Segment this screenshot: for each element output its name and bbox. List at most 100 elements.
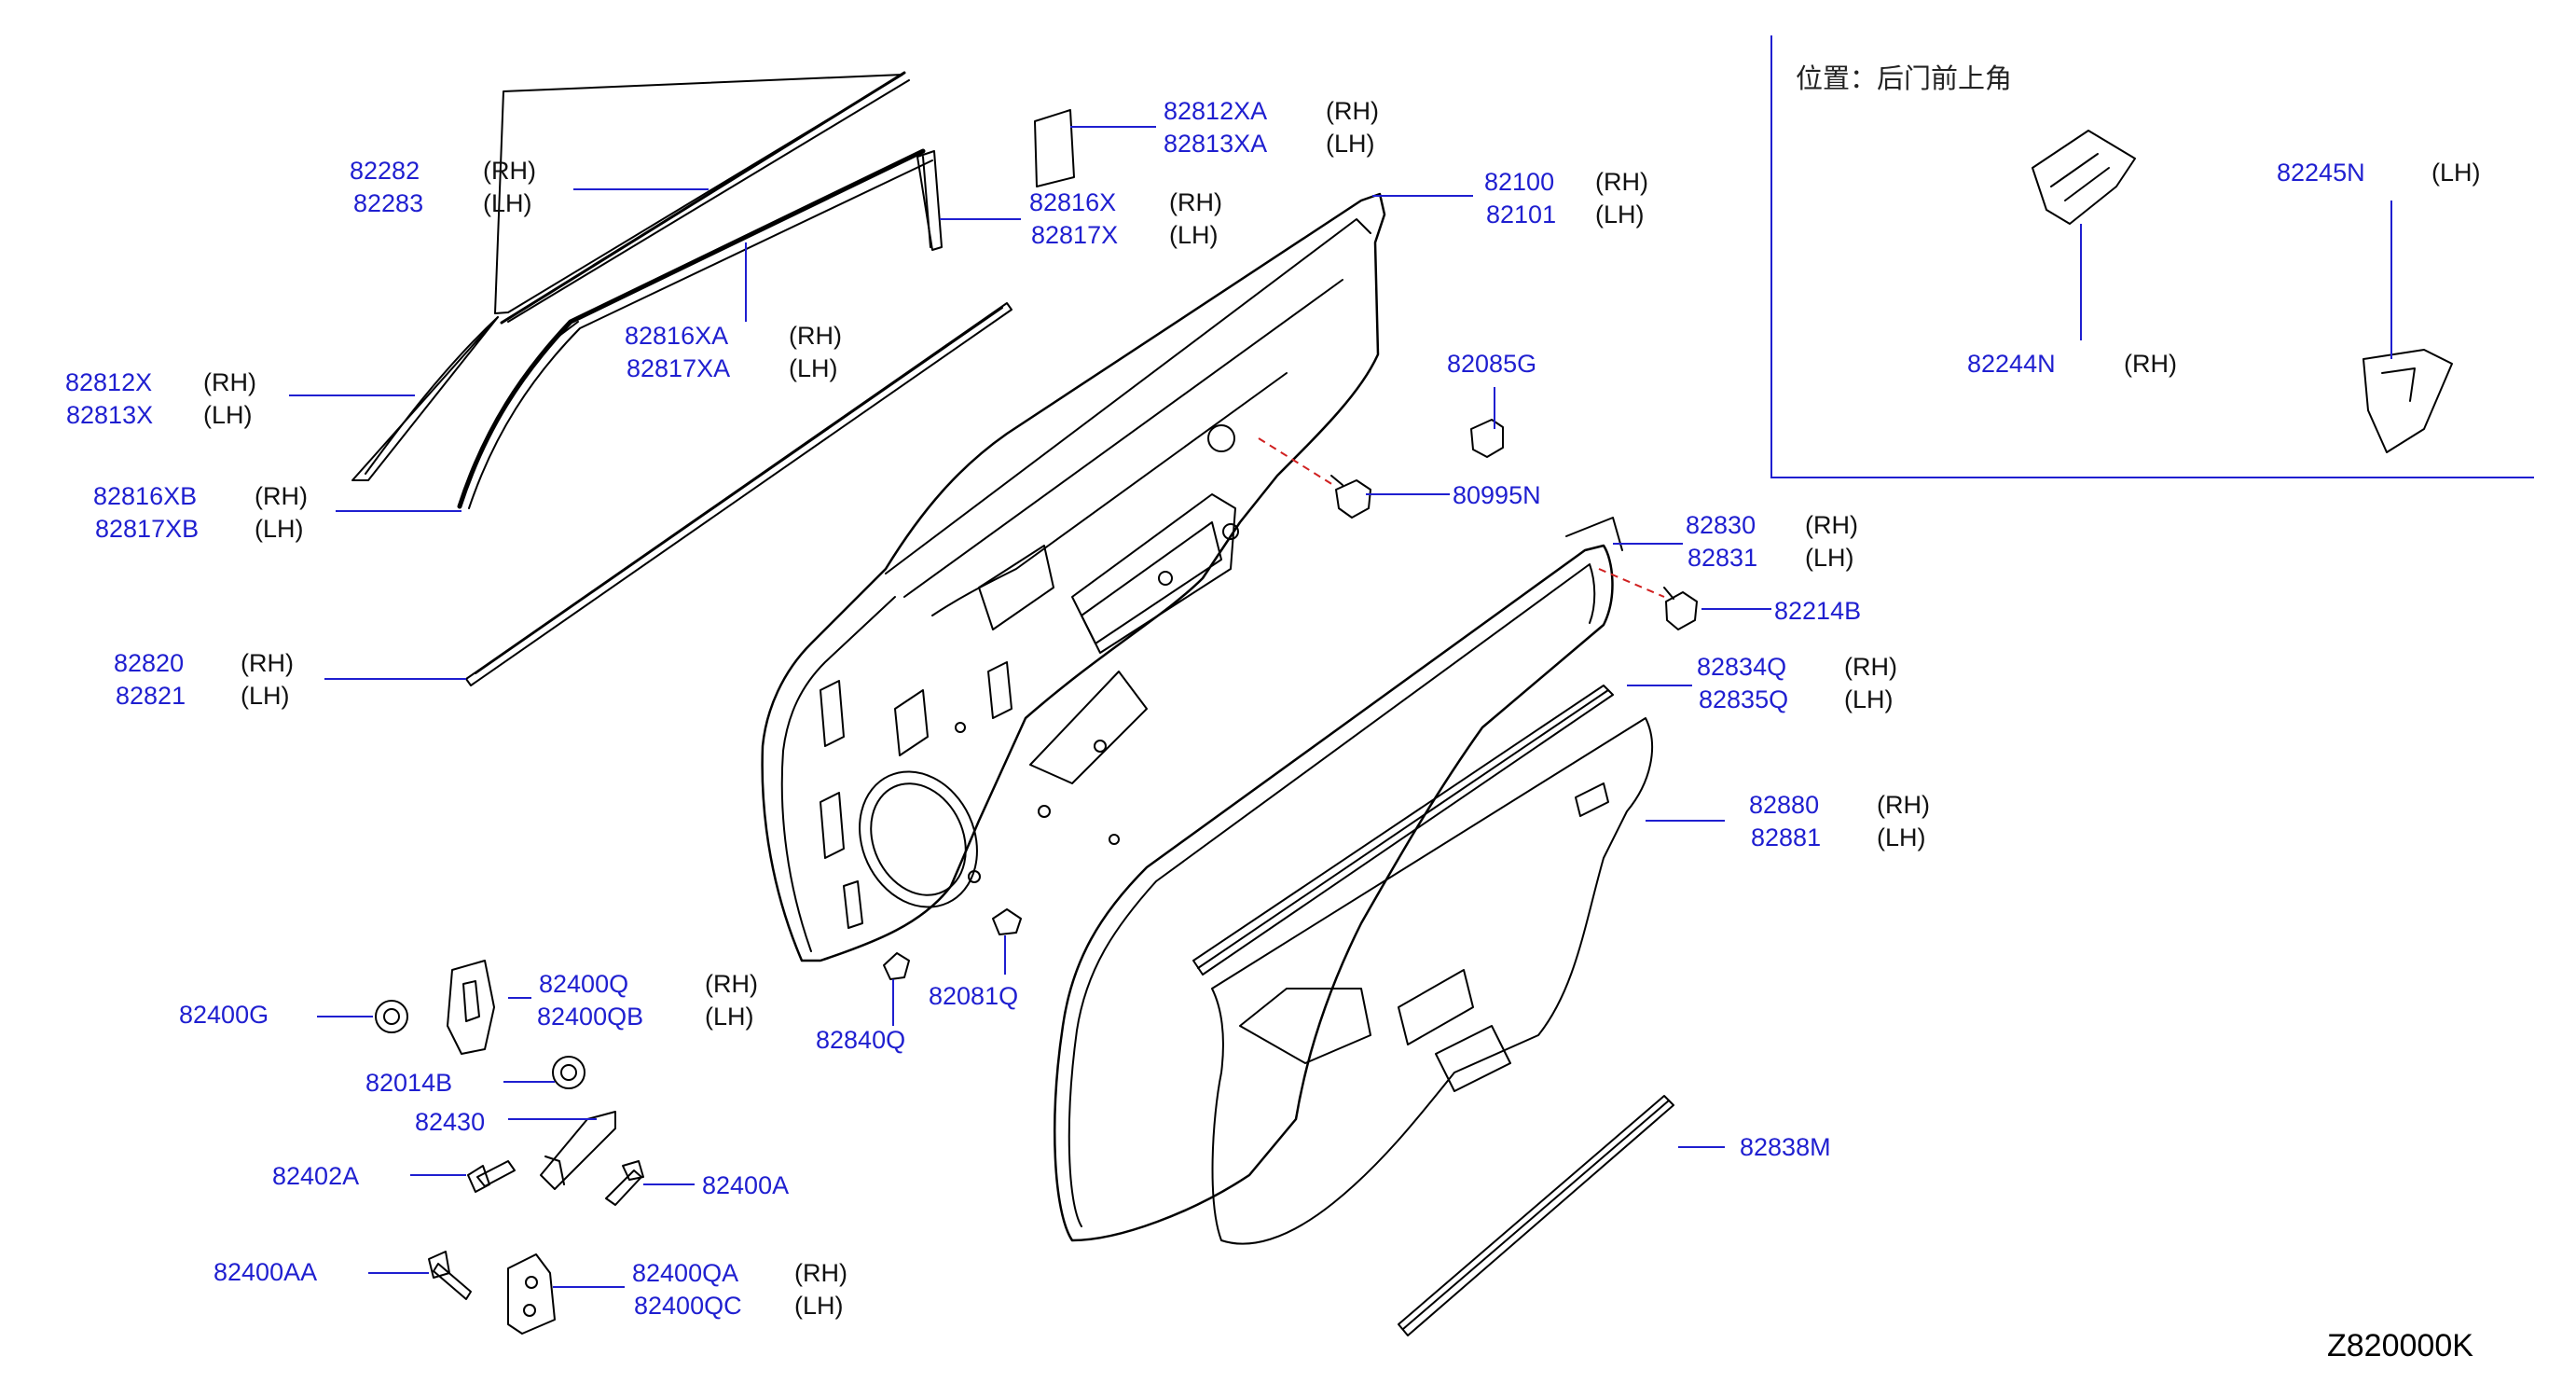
part-82831-label[interactable]: 82831 [1687,544,1758,572]
window-corner-finisher-drawing [351,316,499,481]
outer-roof-molding-drawing [494,71,910,325]
part-82817xa-label[interactable]: 82817XA [627,354,731,382]
side-rh-label: (RH) [789,322,842,350]
fastener-line-82214b [1598,568,1665,598]
side-lh-label: (LH) [1169,221,1219,249]
side-rh-label: (RH) [255,482,308,510]
side-rh-label: (RH) [1326,97,1379,125]
side-lh-label: (LH) [794,1292,844,1320]
part-82820-label[interactable]: 82820 [114,649,185,677]
part-82245n-label[interactable]: 82245N [2277,159,2365,187]
diagram-code: Z820000K [2327,1328,2473,1363]
inset-location-note: 位置：后门前上角 [1796,64,2013,94]
part-82817xb-label[interactable]: 82817XB [95,515,200,543]
bolt-82400a-drawing [605,1160,644,1206]
side-lh-label: (LH) [2431,159,2481,187]
side-rh-label: (RH) [483,157,536,185]
lower-hinge-drawing [507,1253,556,1335]
part-82430-label[interactable]: 82430 [415,1108,486,1136]
part-82400q-label[interactable]: 82400Q [539,970,629,998]
part-82835q-label[interactable]: 82835Q [1699,685,1789,713]
side-rh-label: (RH) [705,970,758,998]
part-82816xa-label[interactable]: 82816XA [625,322,729,350]
side-lh-label: (LH) [255,515,304,543]
side-rh-label: (RH) [1595,168,1648,196]
part-82081q-label[interactable]: 82081Q [929,982,1019,1010]
part-82101-label[interactable]: 82101 [1486,201,1557,228]
part-82840q-label[interactable]: 82840Q [816,1026,906,1054]
part-82400qb-label[interactable]: 82400QB [537,1003,644,1031]
side-rh-label: (RH) [1805,511,1858,539]
part-82400aa-label[interactable]: 82400AA [214,1258,318,1286]
part-82834q-label[interactable]: 82834Q [1697,653,1787,681]
nut-82014b-drawing [552,1056,585,1089]
clip-80995n-drawing [1330,475,1371,519]
part-82085g-label[interactable]: 82085G [1447,350,1537,378]
grommet-82081q-drawing [992,908,1022,935]
side-lh-label: (LH) [1595,201,1645,228]
clip-82214b-drawing [1663,587,1698,630]
part-82816x-label[interactable]: 82816X [1029,188,1117,216]
bolt-82400aa-drawing [428,1251,472,1300]
side-rh-label: (RH) [241,649,294,677]
part-82402a-label[interactable]: 82402A [272,1162,360,1190]
side-rh-label: (RH) [794,1259,847,1287]
bracket-82245n-drawing [2362,349,2453,453]
leader-lines [289,126,2392,1288]
part-82821-label[interactable]: 82821 [116,682,186,710]
weatherstrip-drawing [1054,517,1623,1242]
side-lh-label: (LH) [1326,130,1375,158]
side-rh-label: (RH) [1877,791,1930,819]
part-82817x-label[interactable]: 82817X [1031,221,1119,249]
part-82014b-label[interactable]: 82014B [365,1069,453,1097]
part-80995n-label[interactable]: 80995N [1453,481,1541,509]
grommet-82840q-drawing [883,952,910,980]
part-82283-label[interactable]: 82283 [353,189,424,217]
side-rh-label: (RH) [1844,653,1897,681]
part-82100-label[interactable]: 82100 [1484,168,1555,196]
lower-seal-drawing [1398,1095,1674,1336]
part-82400a-label[interactable]: 82400A [702,1171,790,1199]
part-82830-label[interactable]: 82830 [1686,511,1756,539]
fastener-line-80995n [1258,437,1334,486]
side-rh-label: (RH) [2124,350,2177,378]
sash-vertical-finisher-drawing [916,150,943,251]
inset-frame [1770,35,2534,478]
side-lh-label: (LH) [705,1003,754,1031]
sash-finisher-drawing [457,148,933,509]
sealing-screen-drawing [1211,717,1653,1245]
part-82214b-label[interactable]: 82214B [1774,597,1862,625]
part-82400g-label[interactable]: 82400G [179,1001,269,1029]
part-82282-label[interactable]: 82282 [350,157,420,185]
side-lh-label: (LH) [1844,685,1894,713]
side-lh-label: (LH) [789,354,838,382]
side-lh-label: (LH) [1877,823,1926,851]
part-82838m-label[interactable]: 82838M [1740,1133,1831,1161]
part-82881-label[interactable]: 82881 [1751,823,1822,851]
part-82880-label[interactable]: 82880 [1749,791,1820,819]
upper-hinge-drawing [447,960,495,1055]
nut-82400g-drawing [375,1000,408,1033]
side-lh-label: (LH) [1805,544,1854,572]
part-82400qa-label[interactable]: 82400QA [632,1259,739,1287]
inner-belt-seal-drawing [1192,685,1614,976]
side-lh-label: (LH) [203,401,253,429]
door-panel-drawing [761,192,1386,962]
part-82813xa-label[interactable]: 82813XA [1164,130,1268,158]
part-82244n-label[interactable]: 82244N [1967,350,2056,378]
part-82400qc-label[interactable]: 82400QC [634,1292,742,1320]
part-82812xa-label[interactable]: 82812XA [1164,97,1268,125]
part-82813x-label[interactable]: 82813X [66,401,154,429]
side-rh-label: (RH) [1169,188,1222,216]
bolt-82402a-drawing [467,1160,516,1193]
part-82816xb-label[interactable]: 82816XB [93,482,198,510]
rear-finisher-drawing [1034,109,1075,187]
belt-molding-drawing [465,302,1012,686]
side-lh-label: (LH) [483,189,532,217]
side-rh-label: (RH) [203,368,256,396]
part-82812x-label[interactable]: 82812X [65,368,153,396]
bracket-82244n-drawing [2032,130,2136,225]
side-lh-label: (LH) [241,682,290,710]
